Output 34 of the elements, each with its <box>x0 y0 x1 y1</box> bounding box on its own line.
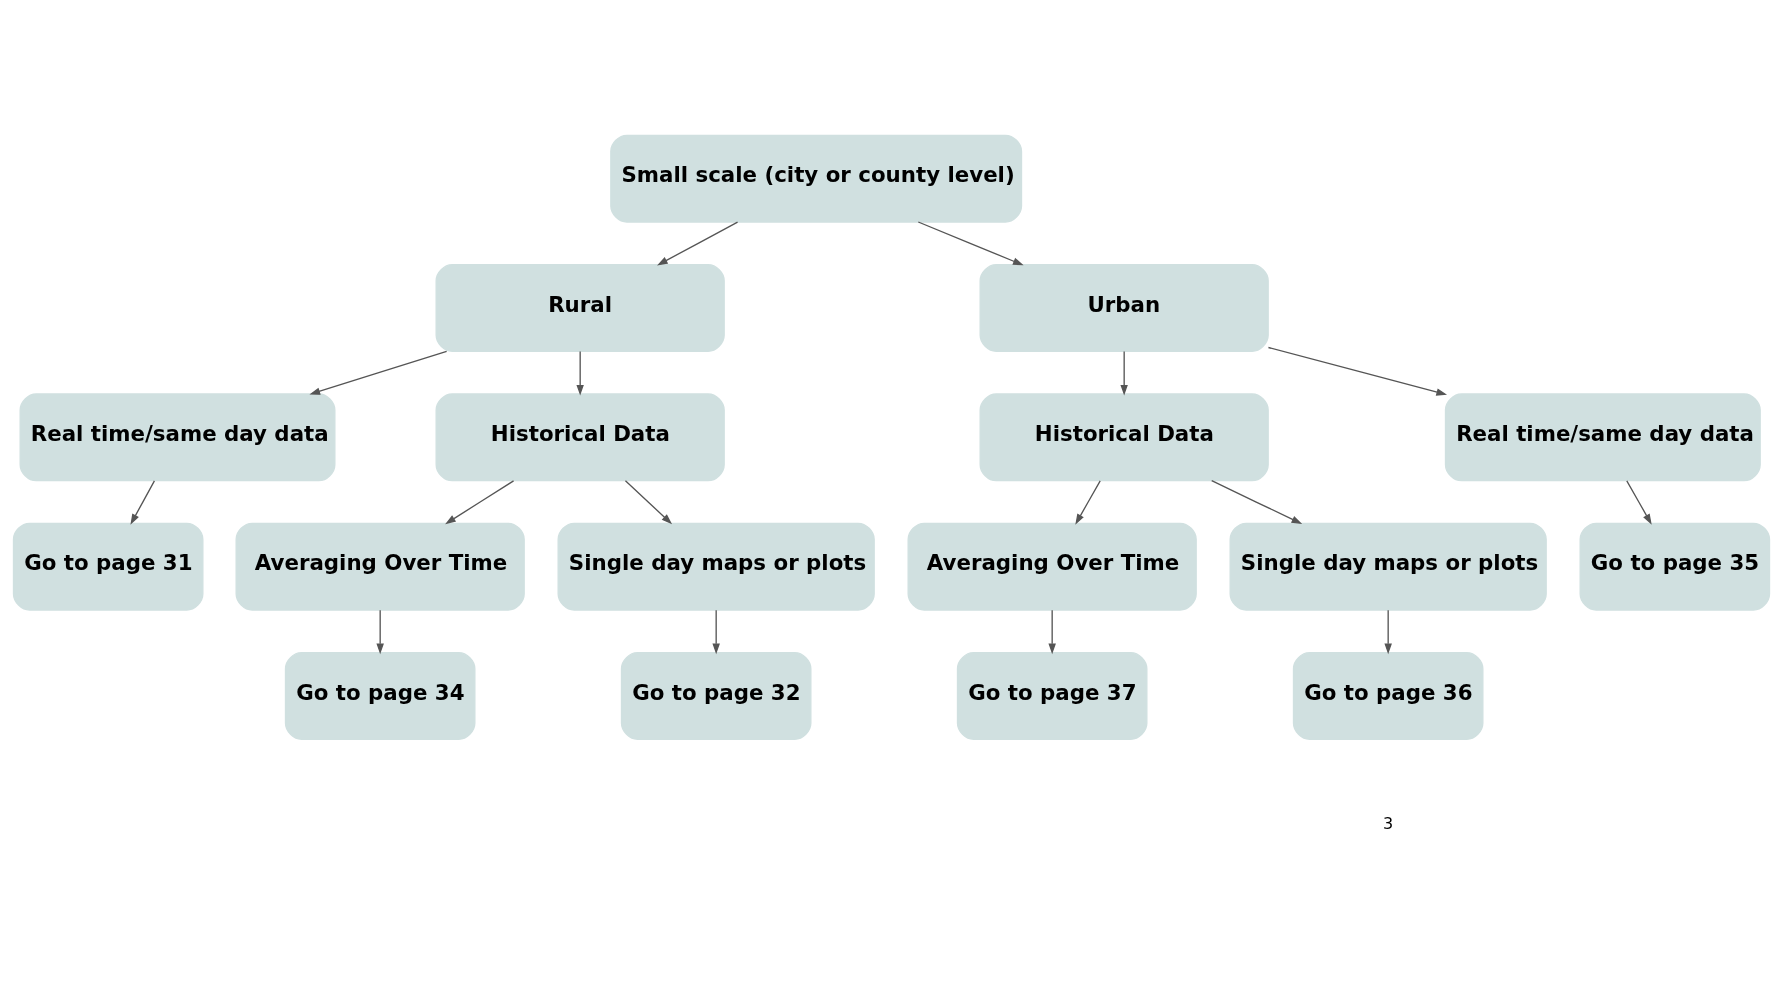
node-box: Averaging Over Time <box>907 522 1197 611</box>
arrow <box>130 480 156 525</box>
node-box: Historical Data <box>979 393 1269 482</box>
node-box: Go to page 34 <box>284 652 476 740</box>
arrow <box>309 350 448 395</box>
node-box: Real time/same day data <box>19 393 336 482</box>
node-box: Averaging Over Time <box>235 522 525 611</box>
arrow <box>1267 346 1448 396</box>
node-box: Go to page 36 <box>1292 652 1484 740</box>
arrow <box>576 350 584 396</box>
node-box: Go to page 31 <box>12 522 204 611</box>
arrow <box>1626 480 1652 525</box>
label: 3 <box>1383 814 1394 834</box>
arrow <box>1048 609 1056 655</box>
node-box: Single day maps or plots <box>1229 522 1547 611</box>
node-box: Urban <box>979 264 1269 352</box>
node-box: Rural <box>435 264 725 352</box>
node-box: Single day maps or plots <box>557 522 875 611</box>
arrow <box>624 480 673 525</box>
node-box: Small scale (city or county level) <box>610 134 1023 223</box>
arrow <box>376 609 384 655</box>
arrow <box>1384 609 1392 655</box>
node-box: Go to page 35 <box>1579 522 1771 611</box>
arrow <box>445 480 515 525</box>
arrow <box>1075 480 1101 525</box>
node-box: Real time/same day data <box>1444 393 1761 482</box>
node-box: Historical Data <box>435 393 725 482</box>
arrow <box>917 221 1024 266</box>
arrow <box>657 221 739 266</box>
node-box: Go to page 37 <box>956 652 1148 740</box>
arrow <box>1120 350 1128 396</box>
arrow <box>712 609 720 655</box>
arrow <box>1211 480 1303 525</box>
node-box: Go to page 32 <box>620 652 812 740</box>
